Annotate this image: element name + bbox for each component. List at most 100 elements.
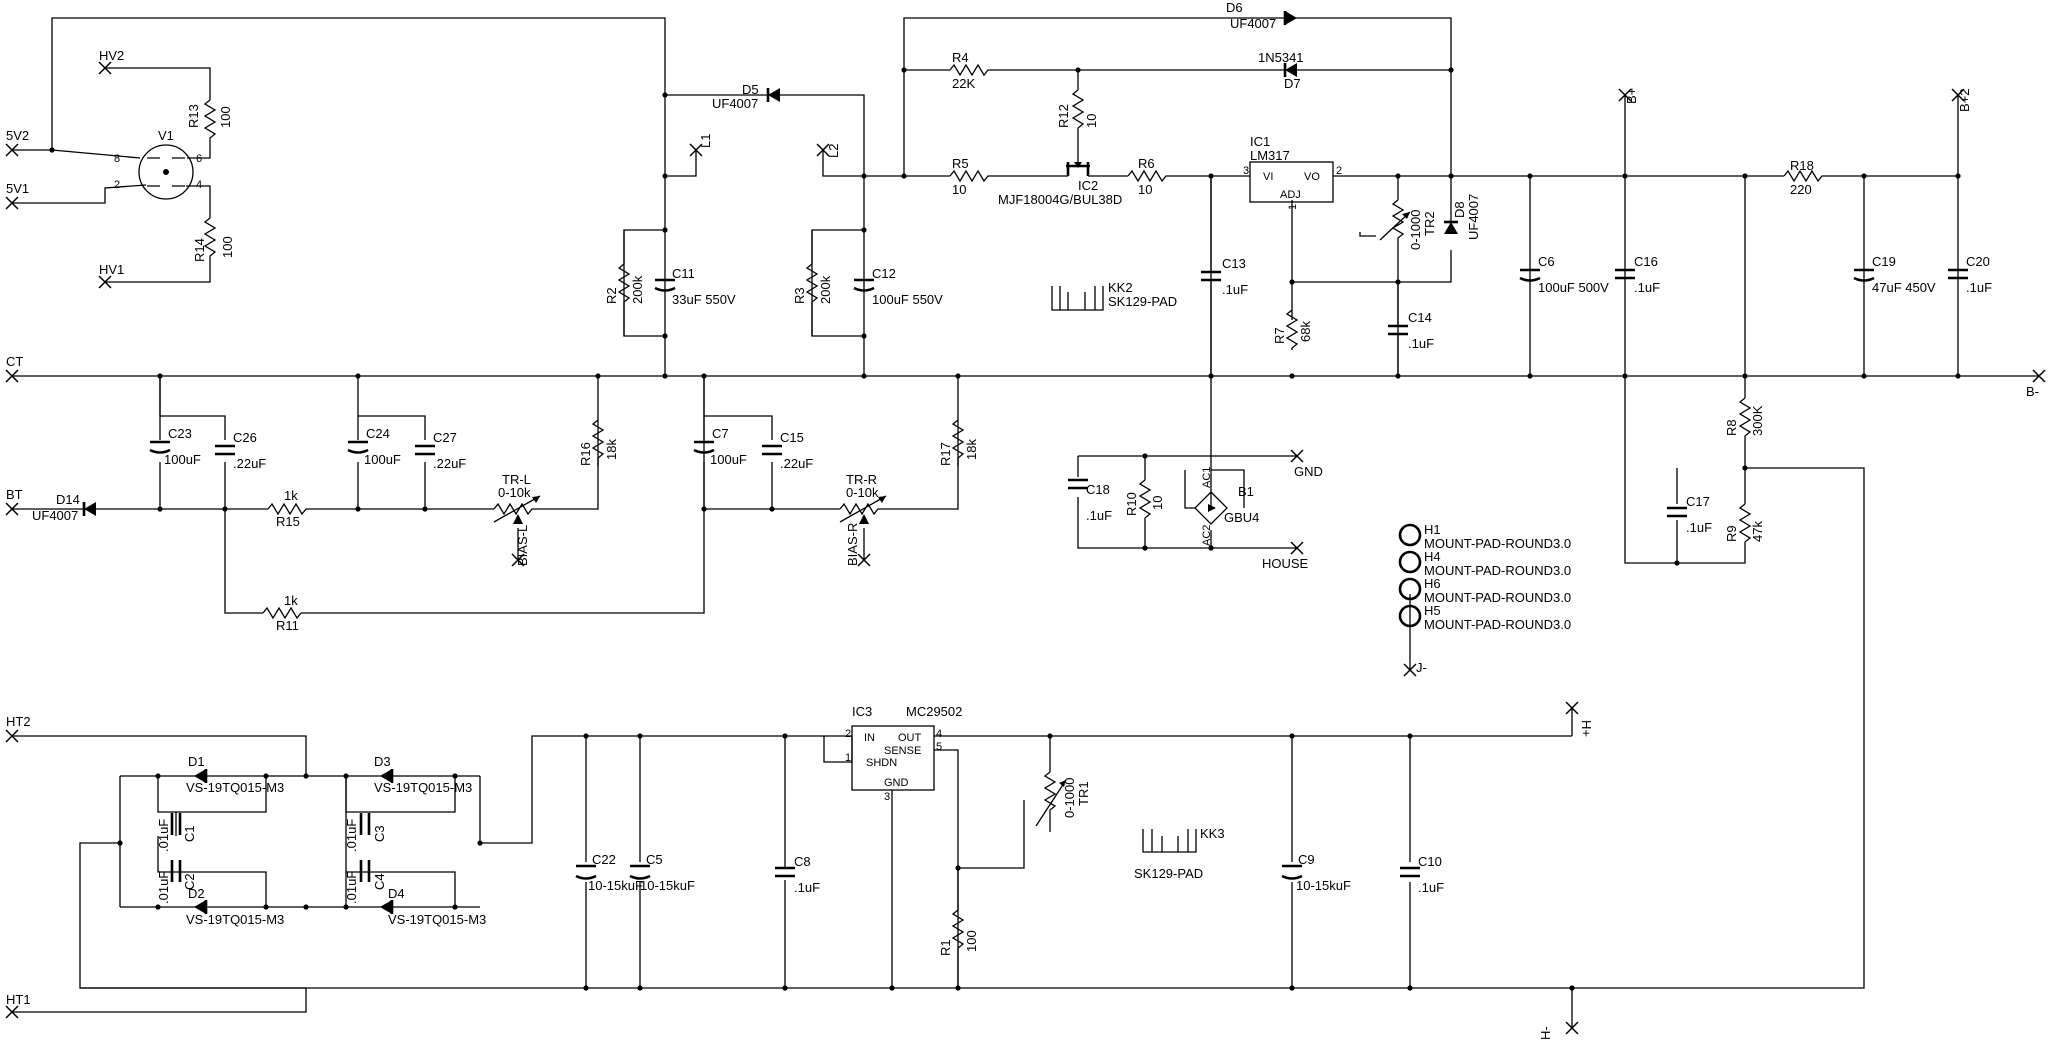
c9-ref: C9 (1298, 852, 1315, 867)
d2-ref: D2 (188, 886, 205, 901)
ic3-part: MC29502 (906, 704, 962, 719)
port-5v1: 5V1 (6, 181, 29, 196)
c4-val: .01uF (344, 871, 359, 904)
r8-val: 300K (1750, 405, 1765, 436)
d2-val: VS-19TQ015-M3 (186, 912, 284, 927)
d8-val: UF4007 (1466, 194, 1481, 240)
c5-val: 10-15kuF (640, 878, 695, 893)
ic1-ref: IC1 (1250, 134, 1270, 149)
r7-val: 68k (1298, 321, 1313, 342)
r14-ref: R14 (192, 238, 207, 262)
ic2-ref: IC2 (1078, 178, 1098, 193)
c4-ref: C4 (372, 873, 387, 890)
c20-val: .1uF (1966, 280, 1992, 295)
d14-val: UF4007 (32, 508, 78, 523)
kk3-part: SK129-PAD (1134, 866, 1203, 881)
mount-h6-ref: H6 (1424, 576, 1441, 591)
r18-ref: R18 (1790, 158, 1814, 173)
port-b-plus2: B+2 (1957, 89, 1972, 113)
v1-ref: V1 (158, 128, 174, 143)
mount-h5-part: MOUNT-PAD-ROUND3.0 (1424, 617, 1571, 632)
c13-val: .1uF (1222, 282, 1248, 297)
r9-val: 47k (1750, 521, 1765, 542)
c26-ref: C26 (233, 430, 257, 445)
c22-val: 10-15kuF (588, 878, 643, 893)
wires (12, 17, 2040, 1028)
c26-val: .22uF (233, 456, 266, 471)
c17-val: .1uF (1686, 520, 1712, 535)
ic3-pin5: 5 (936, 741, 942, 753)
d7-ref: D7 (1284, 76, 1301, 91)
port-gnd: GND (1294, 464, 1323, 479)
r5-val: 10 (952, 182, 966, 197)
b1-ac2: AC2 (1201, 525, 1213, 546)
port-j-minus: J- (1416, 660, 1427, 675)
trr-ref: TR-R (846, 472, 877, 487)
r13-val: 100 (218, 106, 233, 128)
c3-val: .01uF (344, 819, 359, 852)
r1-ref: R1 (938, 939, 953, 956)
c8-val: .1uF (794, 880, 820, 895)
component-symbols (80, 11, 1968, 950)
c1-ref: C1 (182, 825, 197, 842)
port-bias-r: BIAS-R (845, 523, 860, 566)
c18-val: .1uF (1086, 508, 1112, 523)
port-b-plus: B+ (1624, 88, 1639, 104)
r10-val: 10 (1150, 496, 1165, 510)
c19-val: 47uF 450V (1872, 280, 1936, 295)
kk2-part: SK129-PAD (1108, 294, 1177, 309)
ic1-pin2: 2 (1336, 165, 1342, 177)
r12-val: 10 (1084, 114, 1099, 128)
trl-val: 0-10k (498, 485, 531, 500)
c6-val: 100uF 500V (1538, 280, 1609, 295)
c3-ref: C3 (372, 825, 387, 842)
ic3-gnd: GND (884, 777, 909, 789)
ic3-in: IN (864, 732, 875, 744)
ic1-vo: VO (1304, 171, 1320, 183)
port-l1: L1 (698, 134, 713, 148)
r15-ref: R15 (276, 514, 300, 529)
port-bt: BT (6, 487, 23, 502)
r17-val: 18k (964, 439, 979, 460)
tr2-val: 0-1000 (1408, 210, 1423, 250)
ic3-out: OUT (898, 732, 922, 744)
r5-ref: R5 (952, 156, 969, 171)
d14-ref: D14 (56, 492, 80, 507)
port-ht1: HT1 (6, 992, 31, 1007)
c16-ref: C16 (1634, 254, 1658, 269)
r6-ref: R6 (1138, 156, 1155, 171)
c12-ref: C12 (872, 266, 896, 281)
r2-ref: R2 (604, 287, 619, 304)
port-markers (5, 61, 2046, 1035)
d4-val: VS-19TQ015-M3 (388, 912, 486, 927)
junction-dots (49, 67, 1961, 991)
port-hv1: HV1 (99, 262, 124, 277)
ic1-pin3: 3 (1243, 165, 1249, 177)
ic3-sense: SENSE (884, 745, 921, 757)
r2-val: 200k (630, 275, 645, 304)
c23-val: 100uF (164, 452, 201, 467)
port-h-minus: H- (1538, 1026, 1553, 1040)
port-ct: CT (6, 354, 23, 369)
d5-ref: D5 (742, 82, 759, 97)
ic3-pin3: 3 (884, 791, 890, 803)
r17-ref: R17 (938, 442, 953, 466)
r1-val: 100 (964, 930, 979, 952)
r18-val: 220 (1790, 182, 1812, 197)
d5-val: UF4007 (712, 96, 758, 111)
mount-h6-part: MOUNT-PAD-ROUND3.0 (1424, 590, 1571, 605)
mount-h5-ref: H5 (1424, 603, 1441, 618)
ic1-pin1: 1 (1287, 204, 1299, 210)
d6-val: UF4007 (1230, 16, 1276, 31)
b1-ac1: AC1 (1201, 467, 1213, 488)
c8-ref: C8 (794, 854, 811, 869)
c19-ref: C19 (1872, 254, 1896, 269)
ic3-pin1: 1 (845, 752, 851, 764)
c1-val: .01uF (156, 819, 171, 852)
c2-ref: C2 (182, 873, 197, 890)
labels: 5V2 5V1 HV2 HV1 CT BT B- B+ B+2 GND HOUS… (6, 0, 2039, 1040)
c2-val: .01uF (156, 871, 171, 904)
mount-h4-part: MOUNT-PAD-ROUND3.0 (1424, 563, 1571, 578)
c11-val: 33uF 550V (672, 292, 736, 307)
